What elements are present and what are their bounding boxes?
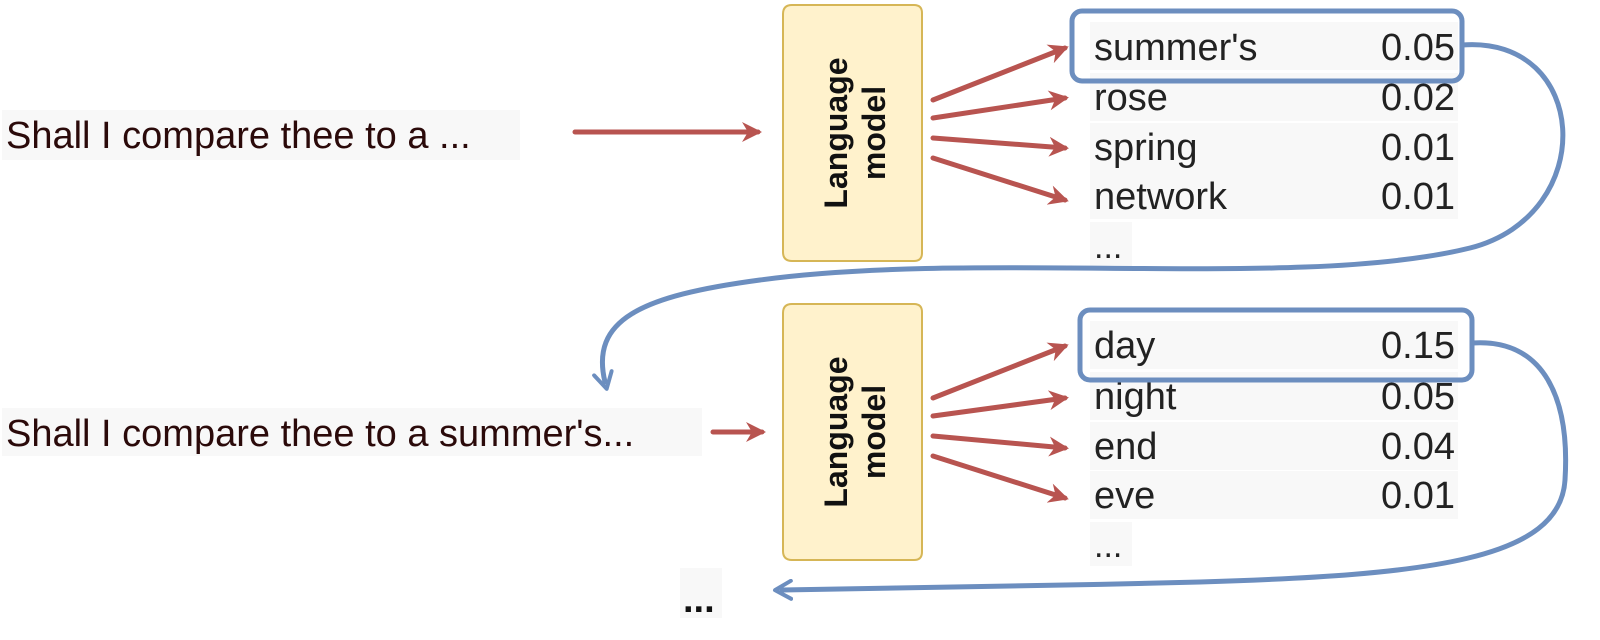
- output-arrow-2: [930, 90, 1069, 121]
- candidate-token: summer's: [1094, 27, 1258, 69]
- language-model-label: Language model: [818, 57, 892, 208]
- candidate-list: day 0.15 night 0.05 end 0.04 eve 0.01 ..…: [1090, 321, 1458, 566]
- output-arrow-2: [930, 390, 1069, 419]
- candidate-more-bg: [1090, 222, 1132, 266]
- candidate-prob: 0.01: [1381, 475, 1455, 517]
- candidate-list: summer's 0.05 rose 0.02 spring 0.01 netw…: [1090, 22, 1458, 266]
- candidate-more-bg: [1090, 522, 1132, 566]
- continuation-ellipsis: ...: [683, 579, 715, 621]
- language-model-label: Language model: [818, 356, 892, 507]
- prompt-text: Shall I compare thee to a ...: [6, 115, 471, 157]
- output-arrow-1: [930, 342, 1069, 401]
- output-arrow-4: [930, 155, 1069, 205]
- step-2: Shall I compare thee to a summer's... La…: [2, 303, 1569, 601]
- candidate-token: network: [1094, 176, 1228, 218]
- prompt-highlight: [2, 110, 520, 160]
- model-label-line-2: model: [856, 385, 892, 479]
- candidate-more: ...: [1094, 228, 1122, 266]
- candidate-token: spring: [1094, 127, 1198, 169]
- candidate-prob: 0.05: [1381, 27, 1455, 69]
- model-label-line-1: Language: [818, 57, 854, 208]
- candidate-token: eve: [1094, 475, 1155, 517]
- candidate-token: end: [1094, 426, 1157, 468]
- model-label-line-2: model: [856, 86, 892, 180]
- candidate-token: day: [1094, 325, 1155, 367]
- candidate-prob: 0.04: [1381, 426, 1455, 468]
- candidate-row-bg: [1090, 123, 1458, 171]
- candidate-row-bg: [1090, 22, 1458, 70]
- output-arrow-1: [930, 44, 1069, 103]
- candidate-row-bg: [1090, 471, 1458, 519]
- output-arrow-4: [930, 453, 1069, 503]
- candidate-prob: 0.02: [1381, 77, 1455, 119]
- continuation-highlight: [680, 568, 722, 618]
- output-arrow-3: [930, 135, 1069, 157]
- candidate-prob: 0.01: [1381, 176, 1455, 218]
- candidate-row-bg: [1090, 321, 1458, 369]
- candidate-prob: 0.15: [1381, 325, 1455, 367]
- candidate-token: rose: [1094, 77, 1168, 119]
- candidate-token: night: [1094, 376, 1177, 418]
- feedback-arrow-1: [592, 42, 1566, 391]
- candidate-prob: 0.01: [1381, 127, 1455, 169]
- candidate-more: ...: [1094, 527, 1122, 565]
- step-1: Shall I compare thee to a ... Language m…: [2, 4, 1566, 391]
- language-model-block: [782, 303, 923, 561]
- feedback-arrow-2: [773, 340, 1569, 601]
- candidate-row-bg: [1090, 422, 1458, 470]
- language-model-block: [782, 4, 923, 262]
- prompt-highlight: [2, 408, 702, 456]
- candidate-prob: 0.05: [1381, 376, 1455, 418]
- model-label-line-1: Language: [818, 356, 854, 507]
- output-arrow-3: [930, 433, 1069, 457]
- candidate-row-bg: [1090, 171, 1458, 219]
- prompt-text: Shall I compare thee to a summer's...: [6, 413, 634, 455]
